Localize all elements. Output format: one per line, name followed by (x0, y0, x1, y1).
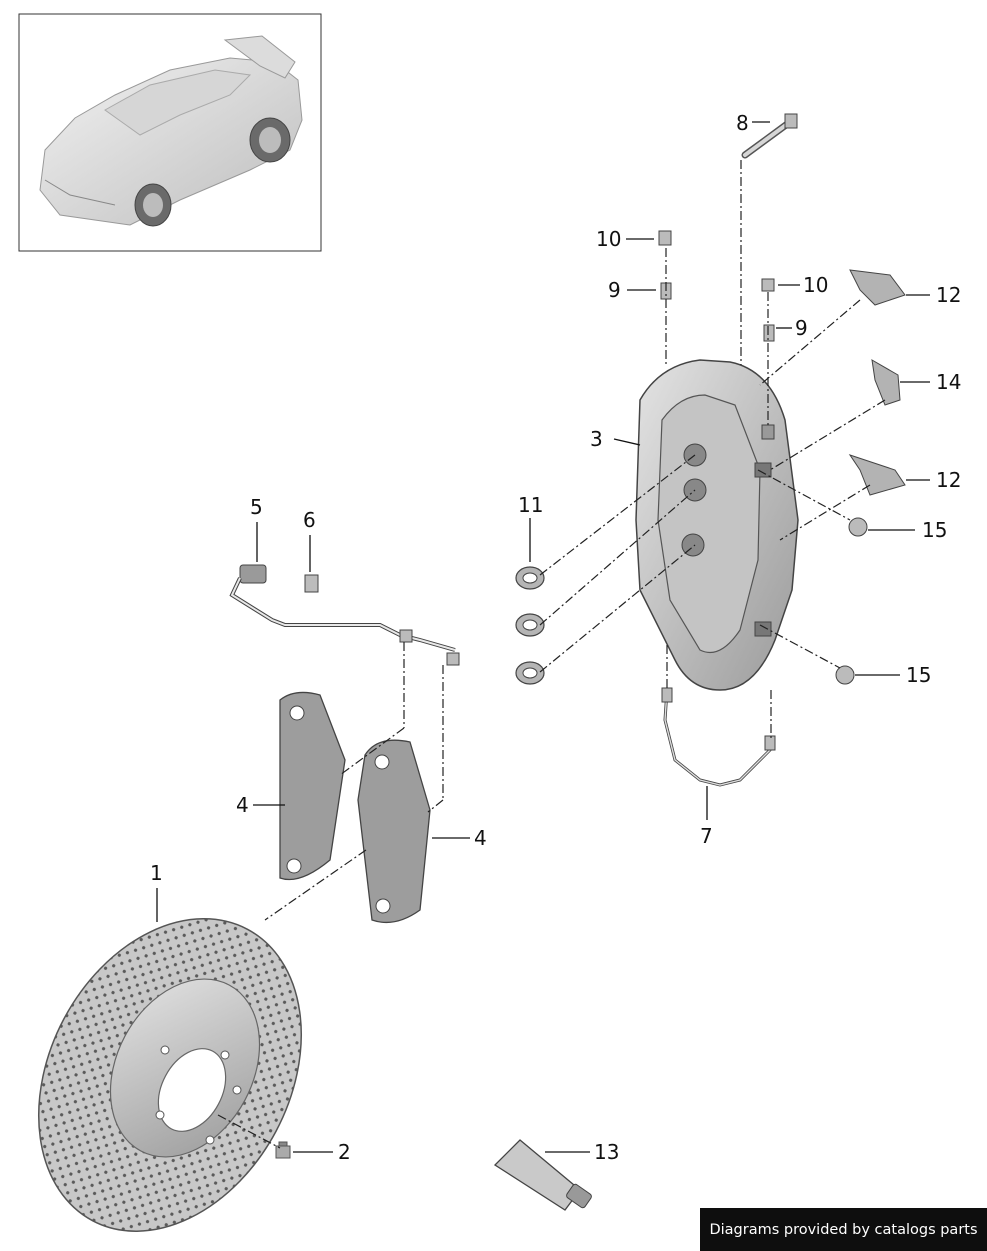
callout-13: 13 (594, 1140, 619, 1164)
caliper-screws (835, 517, 868, 685)
caliper-bolt (741, 113, 798, 159)
credit-badge: Diagrams provided by catalogs parts (700, 1208, 987, 1251)
callout-1: 1 (150, 861, 163, 885)
brake-disc (37, 918, 303, 1232)
vehicle-thumbnail (18, 13, 322, 252)
callout-leaders (156, 121, 930, 1153)
callout-4-outer-pad: 4 (474, 826, 487, 850)
callout-12-upper: 12 (936, 283, 961, 307)
cable-clip (304, 574, 319, 593)
callout-numbers: 1 2 3 4 4 5 6 7 8 9 9 10 10 11 12 12 13 … (150, 111, 961, 1164)
callout-2: 2 (338, 1140, 351, 1164)
bleed-valves (658, 230, 775, 342)
callout-9-right: 9 (795, 316, 808, 340)
pad-springs (848, 269, 906, 496)
car-illustration (39, 35, 303, 227)
wear-sensor (229, 564, 460, 666)
callout-8: 8 (736, 111, 749, 135)
callout-10-left: 10 (596, 227, 621, 251)
callout-15-lower: 15 (906, 663, 931, 687)
brake-pad-inner (279, 691, 346, 881)
callout-11: 11 (518, 493, 543, 517)
callout-5: 5 (250, 495, 263, 519)
brake-caliper (635, 359, 799, 691)
caliper-seals (515, 566, 545, 685)
assembly-paste-tube (493, 1139, 592, 1211)
credit-text: Diagrams provided by catalogs parts (709, 1221, 978, 1238)
callout-7: 7 (700, 824, 713, 848)
brake-line (661, 687, 776, 787)
callout-3: 3 (590, 427, 603, 451)
callout-10-right: 10 (803, 273, 828, 297)
callout-4-inner-pad: 4 (236, 793, 249, 817)
assembly-lines (217, 160, 886, 1149)
callout-15-upper: 15 (922, 518, 947, 542)
disc-screw (275, 1141, 291, 1159)
brake-pad-outer (357, 739, 431, 924)
callout-6: 6 (303, 508, 316, 532)
callout-14: 14 (936, 370, 961, 394)
callout-12-lower: 12 (936, 468, 961, 492)
callout-9-left: 9 (608, 278, 621, 302)
